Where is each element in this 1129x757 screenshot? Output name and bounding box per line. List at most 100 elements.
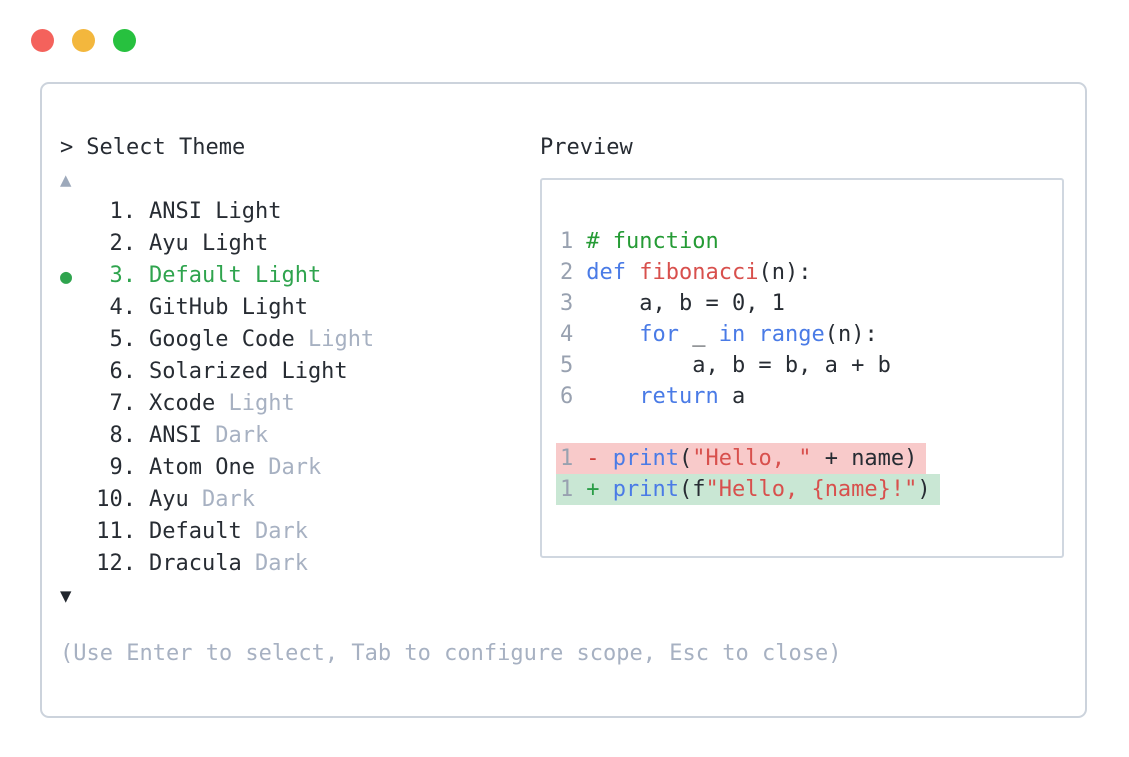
code-token: a (718, 384, 746, 409)
theme-label: Xcode Light (149, 391, 295, 416)
theme-number: 4. (109, 295, 137, 320)
theme-number: 7. (109, 391, 137, 416)
marker-spacer (60, 484, 96, 516)
code-token: print (612, 477, 679, 502)
code-token: print (612, 446, 679, 471)
code-token: fibonacci (639, 260, 759, 285)
code-token: # function (586, 229, 719, 254)
theme-variant-suffix: Dark (215, 423, 269, 448)
marker-spacer (60, 516, 96, 548)
theme-option[interactable]: 2. Ayu Light (60, 228, 540, 260)
theme-number: 3. (109, 263, 137, 288)
code-token: _ (678, 322, 719, 347)
diff-highlight: 1 + print(f"Hello, {name}!") (556, 474, 940, 505)
code-token: a, b = 0, 1 (586, 291, 785, 316)
theme-number: 8. (109, 423, 137, 448)
code-line: 6 return a (560, 381, 1062, 412)
theme-option[interactable]: 4. GitHub Light (60, 292, 540, 324)
theme-option[interactable]: 11. Default Dark (60, 516, 540, 548)
marker-spacer (60, 196, 96, 228)
line-number: 1 (560, 446, 574, 471)
code-token: ( (678, 446, 693, 471)
theme-option[interactable]: 5. Google Code Light (60, 324, 540, 356)
maximize-button[interactable] (113, 29, 136, 52)
theme-number: 10. (96, 487, 136, 512)
theme-label: Default Light (149, 263, 322, 288)
theme-option[interactable]: 7. Xcode Light (60, 388, 540, 420)
theme-variant-suffix: Light (307, 327, 375, 352)
code-token: for (639, 322, 679, 347)
theme-number: 1. (109, 199, 137, 224)
code-token: in (718, 322, 746, 347)
close-button[interactable] (31, 29, 54, 52)
theme-label: Solarized Light (149, 359, 348, 384)
theme-variant-suffix: Dark (202, 487, 255, 512)
theme-label: Default Dark (149, 519, 308, 544)
marker-spacer (60, 452, 96, 484)
line-number: 4 (560, 322, 574, 347)
selected-dot-icon: ● (60, 264, 73, 288)
theme-number: 2. (109, 231, 137, 256)
theme-option[interactable]: 9.Atom One Dark (60, 452, 540, 484)
theme-option[interactable]: 1. ANSI Light (60, 196, 540, 228)
scroll-down-icon: ▼ (60, 585, 72, 607)
diff-line-del: 1- print("Hello, " + name) (556, 443, 1062, 474)
theme-number: 12. (96, 551, 136, 576)
theme-label: ANSI Light (149, 199, 282, 224)
minimize-button[interactable] (72, 29, 95, 52)
line-number: 1 (560, 477, 574, 502)
code-token: def (586, 260, 626, 285)
marker-spacer (60, 548, 96, 580)
window-controls (31, 29, 136, 52)
theme-label: Ayu Light (149, 231, 269, 256)
code-token: ) (917, 477, 931, 502)
code-token (586, 384, 639, 409)
theme-option[interactable]: 10. Ayu Dark (60, 484, 540, 516)
theme-option[interactable]: 12. Dracula Dark (60, 548, 540, 580)
code-token: + (586, 477, 613, 502)
theme-label: Dracula Dark (149, 551, 308, 576)
theme-label: Atom One Dark (149, 455, 322, 480)
code-line: 1# function (560, 226, 1062, 257)
marker-spacer (60, 292, 96, 324)
code-token: (f (678, 477, 706, 502)
prompt-row: > Select Theme (60, 132, 540, 164)
diff-highlight: 1- print("Hello, " + name) (556, 443, 927, 474)
theme-number: 6. (109, 359, 137, 384)
code-token: "Hello, " (692, 446, 812, 471)
theme-label: Ayu Dark (149, 487, 255, 512)
theme-list: 1. ANSI Light 2. Ayu Light ● 3. Default Light 4… (60, 196, 540, 580)
marker-spacer (60, 388, 96, 420)
code-token: (n): (824, 322, 878, 347)
theme-number: 11. (96, 519, 136, 544)
prompt-caret: > (60, 135, 74, 160)
theme-option[interactable]: ● 3. Default Light (60, 260, 540, 292)
theme-option[interactable]: 8. ANSI Dark (60, 420, 540, 452)
code-token: + name) (811, 446, 918, 471)
marker-spacer (60, 228, 96, 260)
code-token: - (586, 446, 613, 471)
theme-label: Google Code Light (149, 327, 375, 352)
theme-number: 5. (109, 327, 137, 352)
code-token (626, 260, 639, 285)
theme-label: ANSI Dark (149, 423, 269, 448)
theme-variant-suffix: Dark (254, 519, 308, 544)
code-token (586, 322, 639, 347)
theme-label: GitHub Light (149, 295, 308, 320)
dialog-title: Select Theme (86, 135, 246, 160)
keyboard-hint: (Use Enter to select, Tab to configure s… (60, 641, 842, 666)
code-line: 3 a, b = 0, 1 (560, 288, 1062, 319)
marker-spacer (60, 324, 96, 356)
code-token: return (639, 384, 719, 409)
theme-option[interactable]: 6. Solarized Light (60, 356, 540, 388)
marker-spacer (60, 420, 96, 452)
marker-spacer (60, 356, 96, 388)
code-line (560, 412, 1062, 443)
theme-variant-suffix: Light (228, 391, 295, 416)
code-token: "Hello, {name}!" (705, 477, 918, 502)
